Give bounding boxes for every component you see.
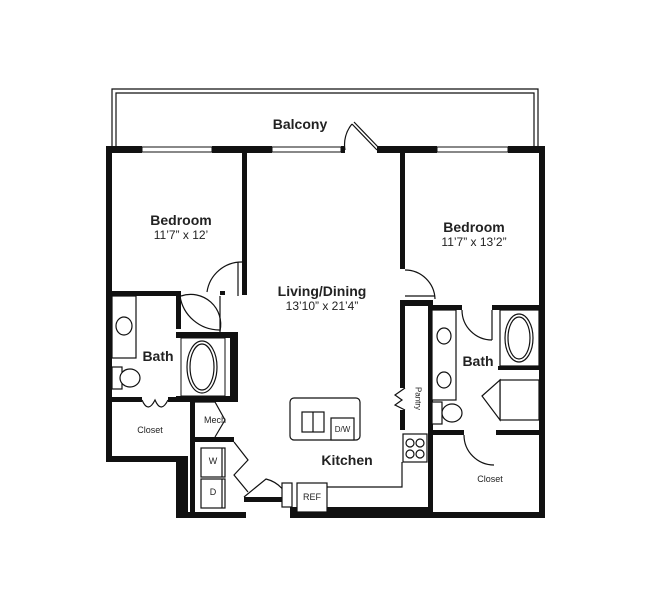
room-name: Bedroom	[150, 212, 212, 228]
bedroom-left-label: Bedroom 11’7” x 12’	[120, 212, 242, 242]
pantry-label: Pantry	[413, 386, 423, 411]
room-dimensions: 11’7” x 13’2”	[441, 235, 507, 249]
refrigerator-label: REF	[303, 492, 321, 502]
balcony-railing	[111, 88, 539, 149]
kitchen-label: Kitchen	[321, 452, 373, 468]
balcony-door	[343, 121, 380, 151]
bath-right-label: Bath	[462, 353, 494, 369]
room-name: Bedroom	[443, 219, 505, 235]
closet-right-label: Closet	[477, 474, 503, 484]
dishwasher-label: D/W	[334, 425, 351, 434]
room-dimensions: 11’7” x 12’	[153, 228, 209, 242]
window	[271, 146, 342, 153]
closet-left-label: Closet	[137, 425, 163, 435]
interior-walls	[112, 153, 539, 517]
window	[436, 146, 509, 153]
bath-left-label: Bath	[142, 348, 174, 364]
window	[141, 146, 213, 153]
living-dining-label: Living/Dining 13’10” x 21’4”	[262, 283, 382, 313]
room-name: Living/Dining	[277, 283, 367, 299]
dryer-label: D	[209, 487, 217, 497]
bedroom-right-label: Bedroom 11’7” x 13’2”	[410, 219, 538, 249]
mech-label: Mech	[203, 415, 226, 425]
washer-label: W	[208, 456, 218, 466]
balcony-label: Balcony	[272, 116, 328, 132]
room-dimensions: 13’10” x 21’4”	[285, 299, 359, 313]
exterior-walls	[106, 146, 545, 518]
bedroom-left-door	[206, 261, 243, 293]
